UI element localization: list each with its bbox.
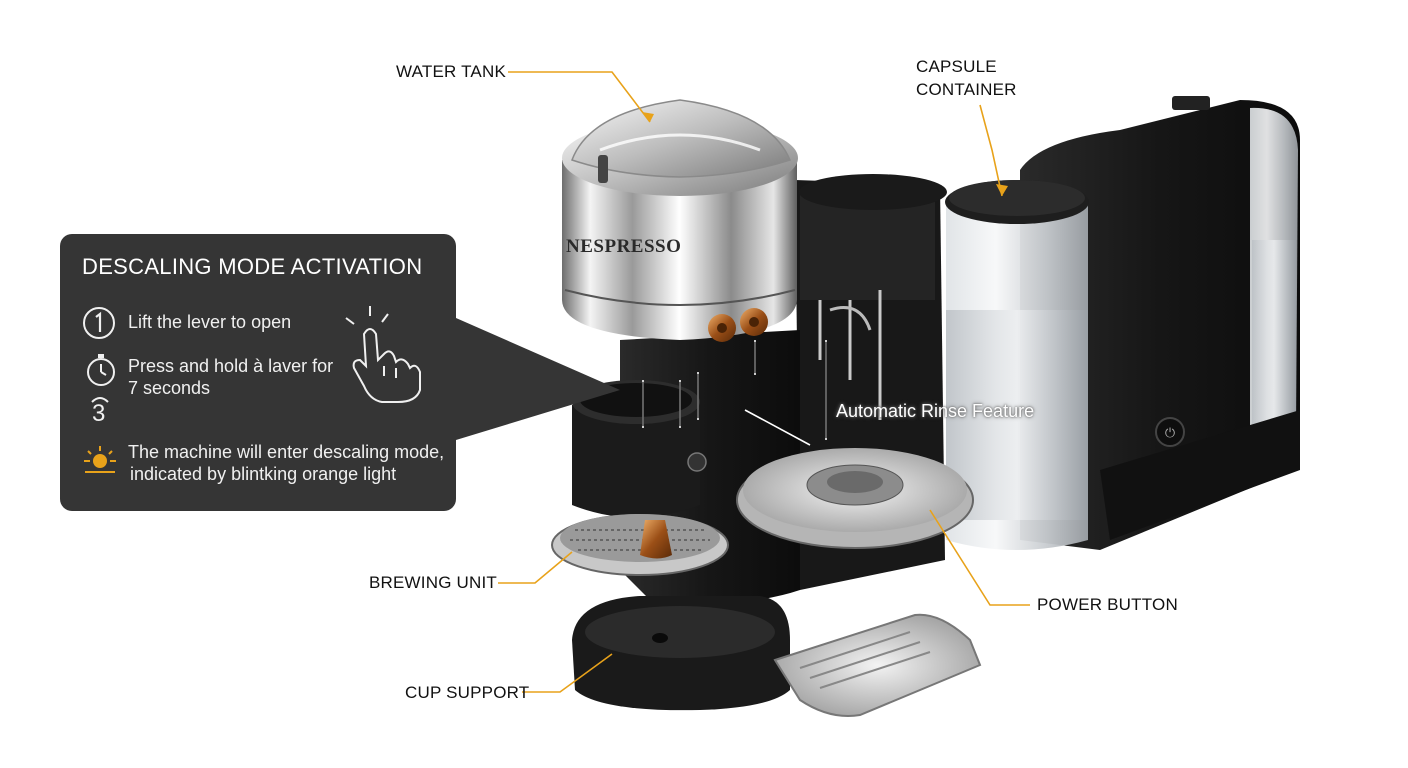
capsule-container-label-line1: CAPSULE <box>916 57 997 76</box>
descaling-instructions-panel: DESCALING MODE ACTIVATION Lift the lever… <box>60 234 456 511</box>
power-button-label: POWER BUTTON <box>1037 595 1178 614</box>
automatic-rinse-label: Automatic Rinse Feature <box>836 401 1035 421</box>
capsule-container-label-line2: CONTAINER <box>916 80 1017 99</box>
brewing-unit-label: BREWING UNIT <box>369 573 498 592</box>
capsule-container <box>945 180 1089 550</box>
panel-title: DESCALING MODE ACTIVATION <box>82 254 423 279</box>
water-tank-label: WATER TANK <box>396 62 506 81</box>
sun-light-icon <box>84 446 116 473</box>
right-machine-body <box>1020 96 1300 550</box>
timer-three-icon <box>91 397 109 403</box>
step-2-text-line2: 7 seconds <box>128 378 211 398</box>
cup-support <box>572 596 790 711</box>
callout-leaders <box>498 71 1030 693</box>
stopwatch-icon <box>87 354 115 386</box>
capsules <box>708 308 768 342</box>
hand-tap-icon <box>345 306 421 403</box>
step-1-text: Lift the lever to open <box>128 312 292 332</box>
number-one-circle-icon <box>83 307 115 339</box>
capsule-cup <box>572 380 707 518</box>
brand-logo: NESPRESSO <box>566 236 682 257</box>
power-button-icon[interactable] <box>1155 417 1185 447</box>
step-3-number: 3 <box>92 400 106 427</box>
step-4-text-line2: indicated by blintking orange light <box>130 464 397 484</box>
panel-pointer <box>456 318 620 440</box>
step-2-text-line1: Press and hold à laver for <box>128 356 334 376</box>
step-4-text-line1: The machine will enter descaling mode, <box>128 442 445 462</box>
brewing-grate <box>551 514 729 576</box>
capsule-holder-platform <box>736 448 974 549</box>
cup-support-label: CUP SUPPORT <box>405 683 530 702</box>
water-tank <box>562 99 798 340</box>
power-symbol-icon: ⏻ <box>1165 426 1175 441</box>
drip-tray <box>773 613 982 717</box>
